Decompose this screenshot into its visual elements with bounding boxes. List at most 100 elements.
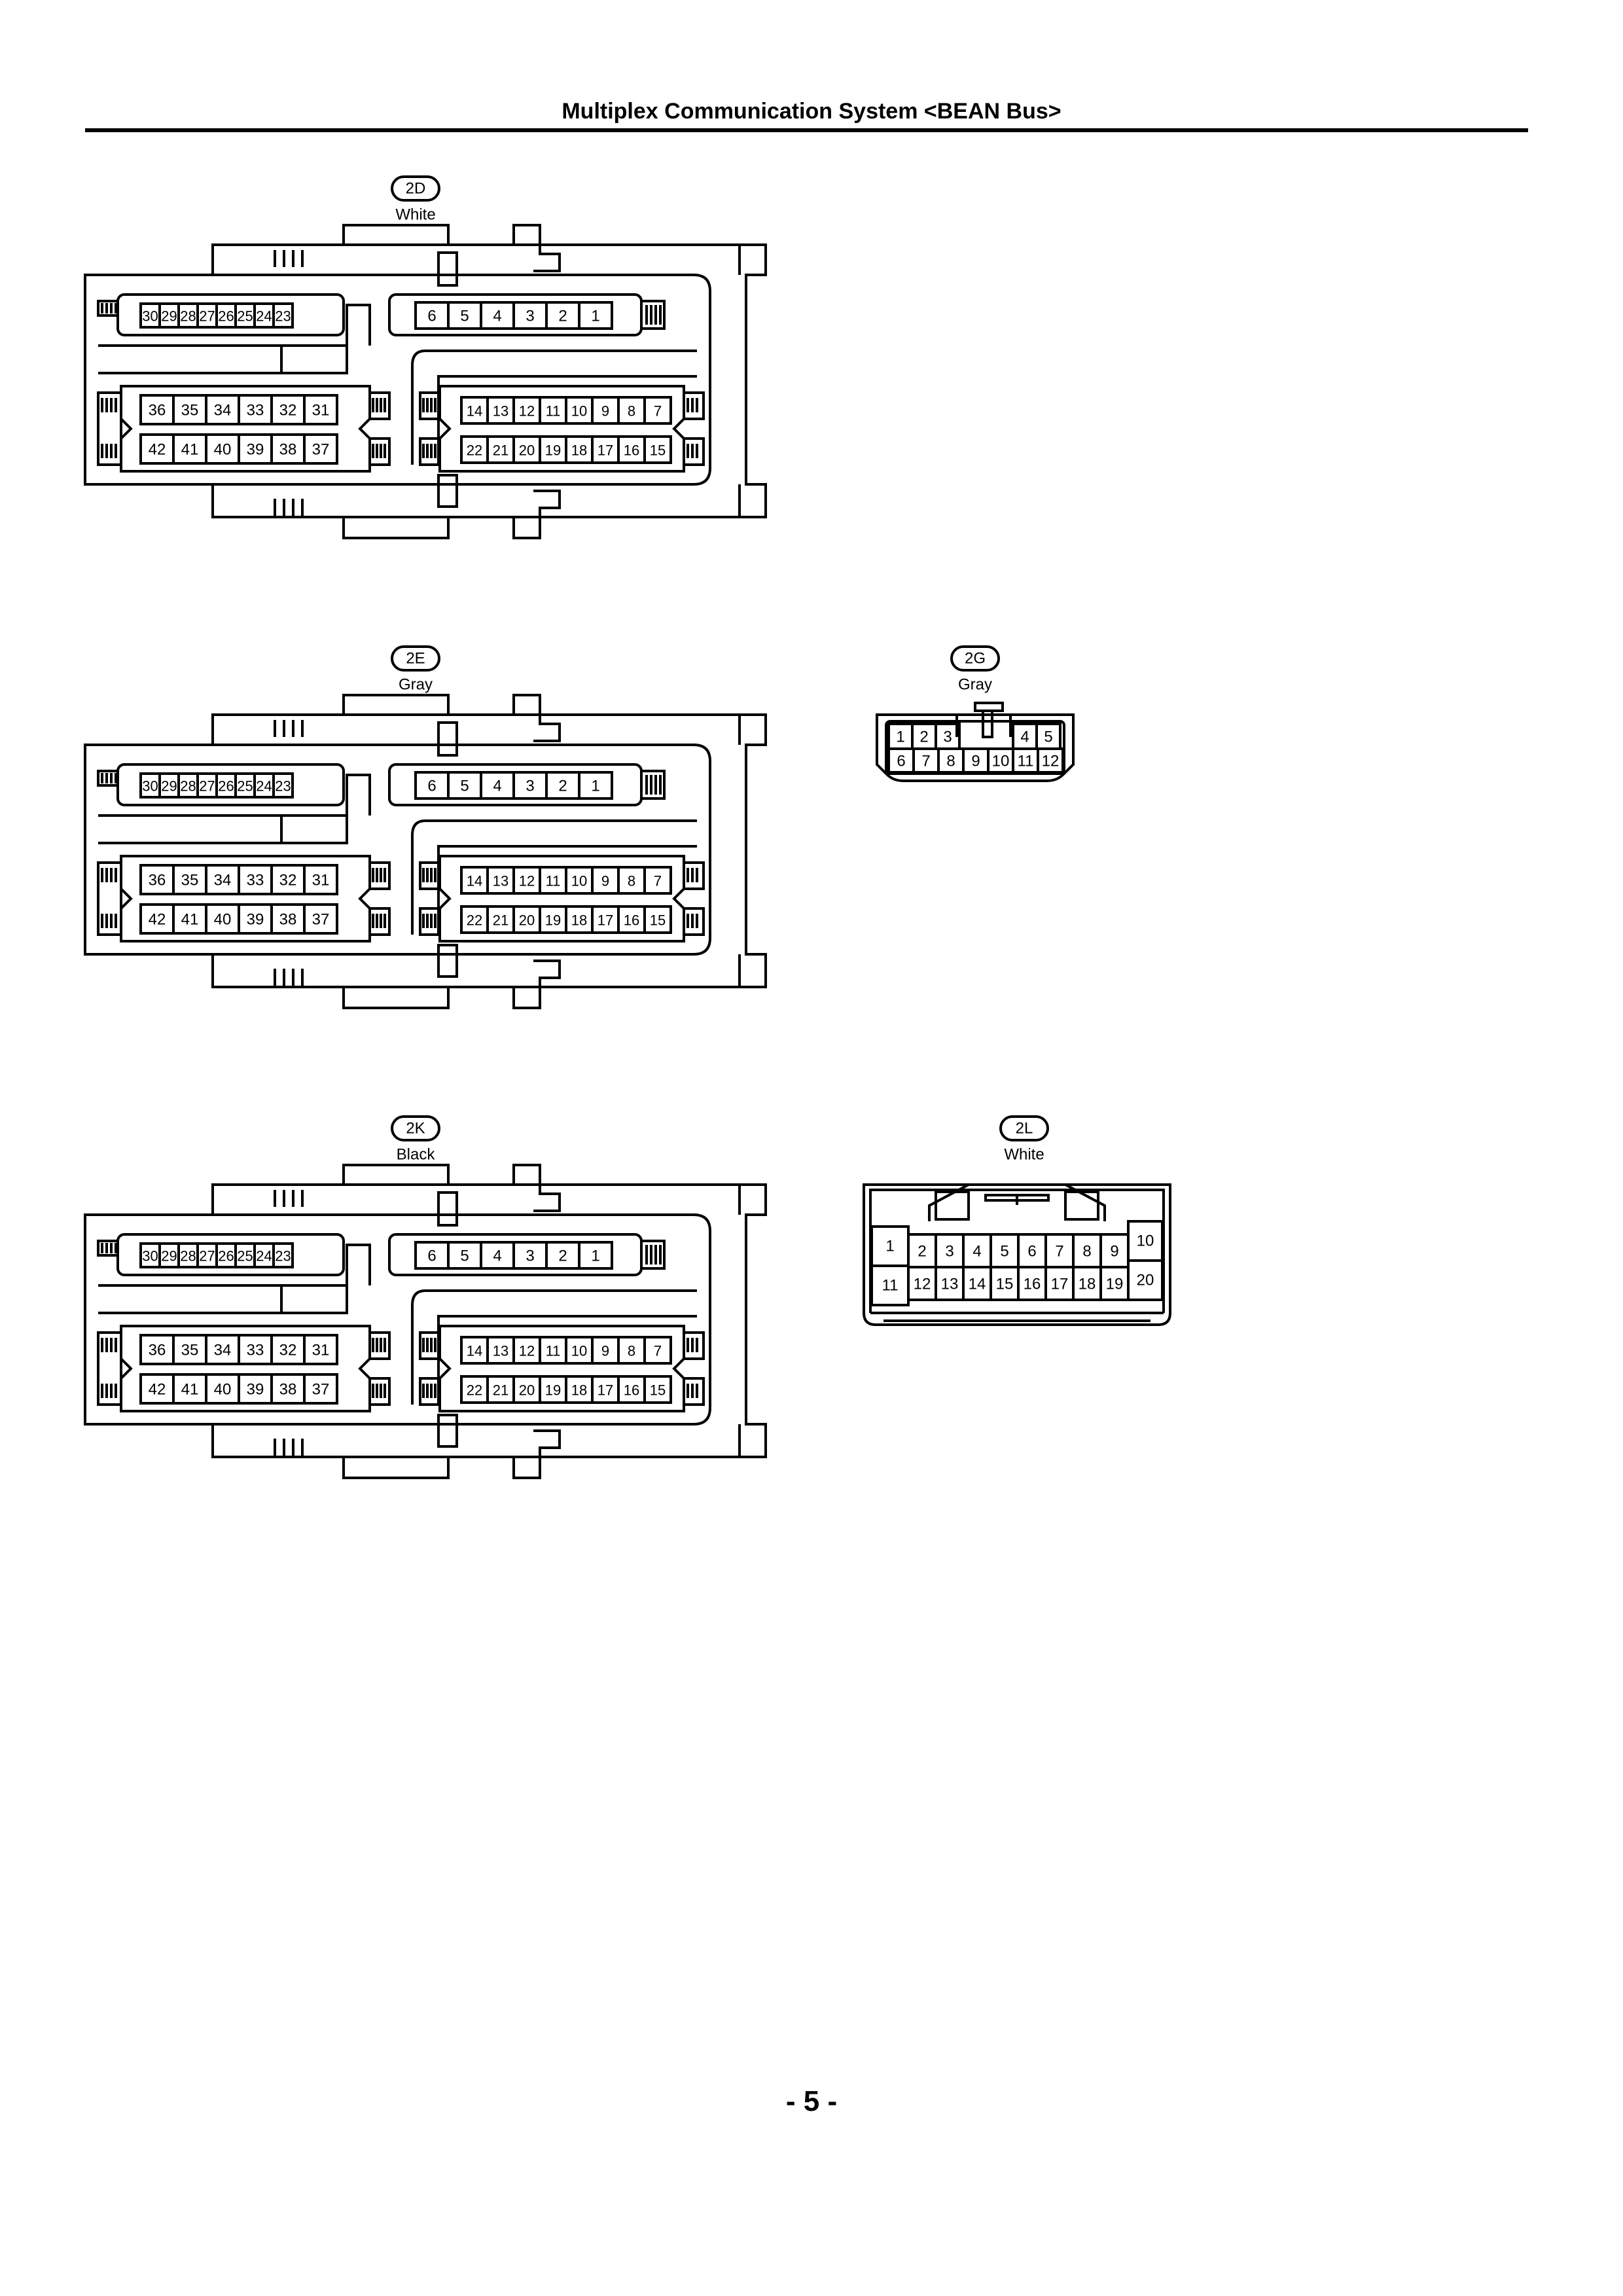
pin-11: 11 [546, 403, 561, 420]
top-key [512, 1164, 561, 1212]
pin-3: 3 [943, 728, 952, 746]
page-number: - 5 - [785, 2085, 838, 2117]
pin-40: 40 [214, 1381, 232, 1399]
cavity-top-right [388, 1233, 643, 1276]
cavity-bottom-left [120, 855, 371, 942]
pin-17: 17 [597, 442, 613, 459]
pin-11: 11 [882, 1277, 899, 1295]
pin-12: 12 [519, 1343, 535, 1359]
pin-36: 36 [149, 402, 166, 420]
pin-32: 32 [279, 402, 297, 420]
pin-13: 13 [493, 873, 508, 889]
pin-28: 28 [180, 1248, 196, 1265]
cavity-bottom-left [120, 1325, 371, 1412]
pin-12: 12 [519, 873, 535, 889]
pin-35: 35 [181, 1342, 199, 1359]
side-lock [684, 907, 705, 936]
center-guide-top [437, 251, 458, 287]
pin-14: 14 [969, 1276, 986, 1293]
pin-18: 18 [571, 442, 587, 459]
pin-33: 33 [247, 402, 264, 420]
pin-18: 18 [571, 1382, 587, 1399]
latch-window [1064, 1191, 1099, 1221]
center-guide-bottom [437, 1414, 458, 1448]
pin-36: 36 [149, 872, 166, 889]
pin-5: 5 [1044, 728, 1052, 746]
header-rule [85, 128, 1528, 132]
connector-color: Gray [399, 676, 433, 694]
pin-19: 19 [545, 912, 561, 929]
pin-18: 18 [1079, 1276, 1096, 1293]
top-key [512, 694, 561, 742]
pin-26: 26 [218, 308, 234, 325]
pin-15: 15 [650, 1382, 666, 1399]
connector-code: 2D [406, 180, 426, 198]
pin-12: 12 [914, 1276, 931, 1293]
connector-code: 2K [406, 1120, 425, 1138]
divider-arm [411, 350, 697, 465]
bottom-latch [342, 987, 450, 1009]
pin-5: 5 [1000, 1243, 1008, 1261]
upper-rail [211, 713, 741, 745]
upper-rail [211, 1183, 741, 1215]
cavity-bottom-right [438, 385, 685, 473]
pin-2: 2 [558, 778, 567, 795]
connector-body [84, 744, 711, 956]
pin-28: 28 [180, 778, 196, 795]
connector-color: Black [397, 1146, 436, 1164]
pin-11: 11 [546, 1343, 561, 1359]
pin-37: 37 [312, 911, 330, 929]
right-bracket [740, 713, 767, 988]
pin-23: 23 [275, 1248, 291, 1265]
pin-5: 5 [460, 308, 469, 325]
pin-12: 12 [1042, 753, 1060, 770]
pin-3: 3 [526, 778, 534, 795]
pin-9: 9 [601, 403, 609, 420]
pin-7: 7 [654, 403, 662, 420]
pin-34: 34 [214, 402, 232, 420]
connector-code-badge [391, 645, 440, 672]
pin-14: 14 [467, 1343, 482, 1359]
pin-15: 15 [996, 1276, 1014, 1293]
side-lock [641, 1240, 666, 1270]
pin-6: 6 [427, 1247, 436, 1265]
pin-20: 20 [519, 1382, 535, 1399]
pin-25: 25 [237, 308, 253, 325]
pin-21: 21 [493, 1382, 508, 1399]
top-latch [342, 224, 450, 245]
side-lock [684, 1377, 705, 1406]
connector-code: 2G [965, 650, 986, 668]
pin-16: 16 [624, 912, 639, 929]
top-latch [342, 694, 450, 715]
page-title: Multiplex Communication System <BEAN Bus… [562, 99, 1061, 124]
pin-8: 8 [628, 1343, 635, 1359]
pin-4: 4 [493, 1247, 501, 1265]
cavity-bottom-right [438, 1325, 685, 1412]
latch-guides [955, 716, 1012, 737]
pin-6: 6 [897, 753, 905, 770]
pin-23: 23 [275, 778, 291, 795]
side-lock [684, 437, 705, 466]
pin-39: 39 [247, 911, 264, 929]
pin-37: 37 [312, 441, 330, 459]
pin-20: 20 [1137, 1272, 1154, 1289]
pin-26: 26 [218, 778, 234, 795]
cavity-top-left [116, 763, 345, 806]
pin-19: 19 [1106, 1276, 1124, 1293]
pin-8: 8 [628, 873, 635, 889]
pin-23: 23 [275, 308, 291, 325]
pin-33: 33 [247, 1342, 264, 1359]
pin-2: 2 [919, 728, 928, 746]
center-guide-bottom [437, 944, 458, 978]
pin-22: 22 [467, 912, 482, 929]
pin-29: 29 [161, 308, 177, 325]
side-lock [641, 770, 666, 800]
pin-27: 27 [199, 308, 215, 325]
pin-16: 16 [624, 1382, 639, 1399]
pin-42: 42 [149, 911, 166, 929]
pin-12: 12 [519, 403, 535, 420]
